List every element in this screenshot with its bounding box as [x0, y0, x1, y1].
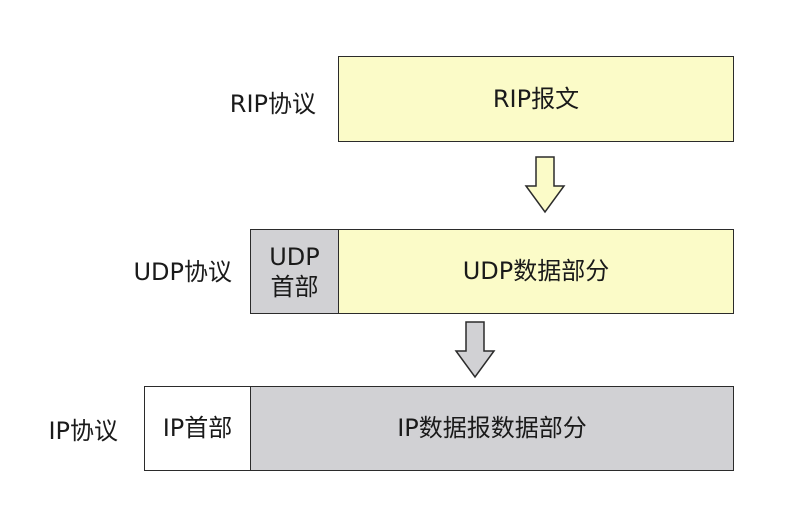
- udp-data-label: UDP数据部分: [462, 257, 610, 286]
- rip-message-box: RIP报文: [338, 56, 734, 142]
- ip-data-box: IP数据报数据部分: [250, 386, 734, 471]
- down-arrow-icon: [454, 321, 496, 379]
- udp-data-box: UDP数据部分: [338, 229, 734, 314]
- udp-header-line2: 首部: [270, 272, 319, 301]
- udp-protocol-label: UDP协议: [133, 258, 232, 286]
- rip-message-label: RIP报文: [492, 84, 580, 113]
- udp-header-line1: UDP: [269, 242, 320, 271]
- ip-protocol-label: IP协议: [48, 417, 118, 445]
- ip-data-label: IP数据报数据部分: [397, 414, 587, 443]
- rip-protocol-label: RIP协议: [229, 90, 316, 118]
- ip-header-label: IP首部: [162, 414, 233, 443]
- down-arrow-icon: [524, 156, 566, 214]
- udp-header-box: UDP 首部: [250, 229, 339, 314]
- ip-header-box: IP首部: [144, 386, 251, 471]
